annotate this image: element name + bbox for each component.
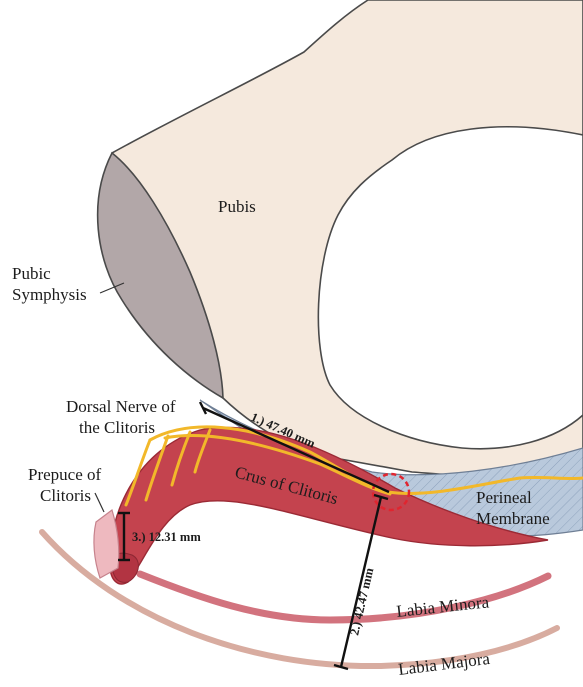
- measurement-label-2: 2.) 42.47 mm: [347, 566, 376, 637]
- label-perineal-line2: Membrane: [476, 509, 550, 528]
- label-prepuce-line2: Clitoris: [40, 486, 91, 505]
- label-pubis: Pubis: [218, 197, 256, 216]
- label-perineal-line1: Perineal: [476, 488, 532, 507]
- label-dorsal-nerve-line1: Dorsal Nerve of: [66, 397, 176, 416]
- measurement-label-3: 3.) 12.31 mm: [132, 530, 201, 544]
- prepuce-of-clitoris: [94, 510, 119, 578]
- label-pubic-symphysis-line1: Pubic: [12, 264, 51, 283]
- label-labia-majora: Labia Majora: [397, 649, 491, 679]
- label-dorsal-nerve-line2: the Clitoris: [79, 418, 155, 437]
- label-labia-minora: Labia Minora: [395, 592, 490, 621]
- label-pubic-symphysis-line2: Symphysis: [12, 285, 87, 304]
- label-prepuce-line1: Prepuce of: [28, 465, 102, 484]
